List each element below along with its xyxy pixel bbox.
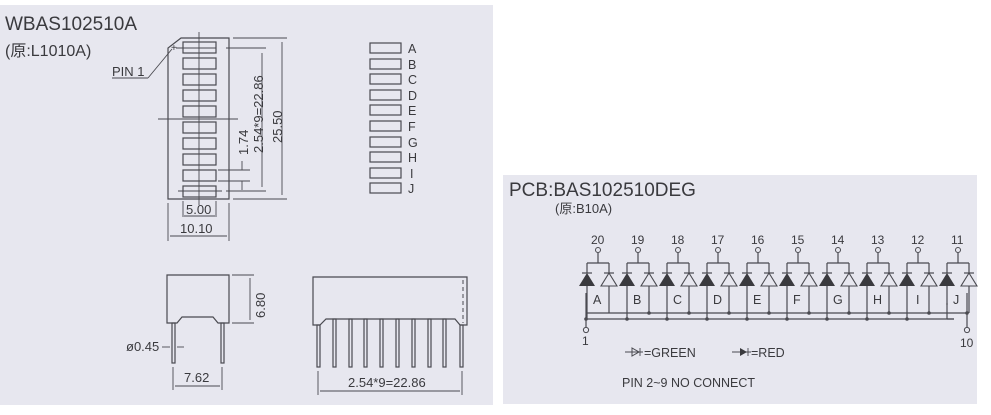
pin-view-pins (316, 318, 464, 368)
dim-body-width: 10.10 (180, 221, 213, 236)
dim-pin-spacing: 7.62 (184, 370, 209, 385)
svg-text:E: E (408, 104, 416, 118)
pin1-label: PIN 1 (112, 64, 145, 79)
svg-text:12: 12 (911, 233, 925, 247)
led-schematic: PCB:BAS102510DEG (原:B10A) 1 10 20 (509, 180, 978, 390)
svg-text:A: A (593, 293, 602, 307)
side-view-pin-right (220, 322, 225, 364)
schematic-panel: PCB:BAS102510DEG (原:B10A) 1 10 20 (503, 175, 978, 404)
svg-text:17: 17 (711, 233, 725, 247)
svg-text:J: J (953, 293, 959, 307)
svg-text:20: 20 (591, 233, 605, 247)
junction-dots (584, 311, 969, 321)
legend-red-text: =RED (751, 346, 785, 360)
svg-text:F: F (408, 120, 416, 134)
svg-text:E: E (753, 293, 761, 307)
svg-text:D: D (408, 89, 417, 103)
led-cells: 20 A 19 B (579, 233, 978, 319)
legend-red: =RED (732, 346, 785, 360)
svg-text:J: J (408, 182, 414, 196)
svg-text:C: C (408, 73, 417, 87)
front-view-outline (167, 37, 230, 200)
dim-pin-diameter: ø0.45 (126, 339, 159, 354)
pin-1-node (582, 326, 590, 334)
pin1-marker: + (171, 43, 177, 54)
dim-pin-span: 2.54*9=22.86 (348, 375, 426, 390)
segment-legend: A B C D E F G H I J (369, 42, 418, 196)
pin-view-outline (312, 276, 468, 326)
part-number: WBAS102510A (5, 14, 137, 35)
mechanical-drawing-panel: WBAS102510A (原:L1010A) PIN 1 + (0, 5, 493, 405)
svg-text:I: I (916, 293, 919, 307)
svg-text:G: G (833, 293, 843, 307)
svg-text:H: H (873, 293, 882, 307)
svg-text:19: 19 (631, 233, 645, 247)
dim-body-height: 6.80 (253, 293, 268, 318)
pin-note: PIN 2~9 NO CONNECT (622, 376, 755, 390)
original-pcb-number: (原:B10A) (555, 201, 612, 216)
svg-text:D: D (713, 293, 722, 307)
front-view-segments (182, 41, 217, 198)
legend-green-text: =GREEN (644, 346, 696, 360)
dim-segment-width: 5.00 (186, 202, 211, 217)
svg-text:G: G (408, 136, 418, 150)
svg-text:C: C (673, 293, 682, 307)
svg-text:18: 18 (671, 233, 685, 247)
svg-text:F: F (793, 293, 801, 307)
dim-pin-pitch: 2.54*9=22.86 (251, 75, 266, 153)
svg-text:11: 11 (951, 233, 964, 247)
mechanical-drawing: WBAS102510A (原:L1010A) PIN 1 + (5, 14, 468, 395)
side-view-outline (166, 274, 230, 324)
legend-green: =GREEN (625, 346, 696, 360)
svg-text:A: A (408, 42, 417, 56)
svg-text:H: H (408, 151, 417, 165)
side-view-pin-left (171, 322, 176, 364)
dim-overall-height: 25.50 (270, 110, 285, 143)
pin-1-label: 1 (582, 334, 589, 348)
original-part-number: (原:L1010A) (5, 43, 91, 60)
svg-text:14: 14 (831, 233, 845, 247)
dim-segment-height: 1.74 (236, 130, 251, 155)
svg-text:13: 13 (871, 233, 885, 247)
svg-text:I: I (410, 167, 413, 181)
svg-text:B: B (408, 58, 416, 72)
svg-text:15: 15 (791, 233, 805, 247)
pin-10-node (963, 326, 971, 334)
svg-text:B: B (633, 293, 641, 307)
svg-text:16: 16 (751, 233, 765, 247)
pin-10-label: 10 (960, 336, 974, 350)
pcb-title: PCB:BAS102510DEG (509, 180, 696, 201)
